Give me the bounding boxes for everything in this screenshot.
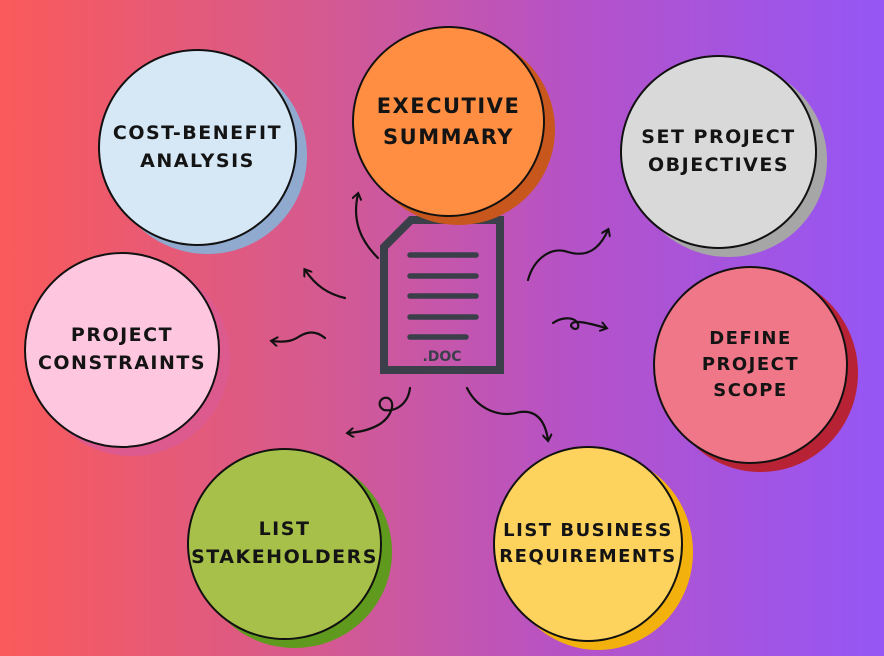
arrow-to-define-scope (551, 317, 606, 329)
arrow-to-cost-benefit (305, 270, 347, 300)
node-label: Set Project Objectives (641, 126, 796, 176)
node-circle: Executive Summary (352, 26, 545, 217)
node-label: List Business Requirements (499, 519, 677, 567)
arrow-to-project-constraints (272, 331, 327, 341)
node-circle: List Stakeholders (187, 448, 382, 640)
node-label: Cost-Benefit Analysis (112, 121, 283, 172)
doc-file-label: .DOC (422, 349, 461, 365)
arrow-to-business-requirements (465, 386, 548, 440)
node-circle: Define Project Scope (653, 266, 848, 464)
node-label: Executive Summary (376, 94, 521, 149)
arrow-to-executive-summary (356, 194, 380, 260)
arrow-to-set-objectives (526, 230, 608, 282)
node-circle: Project Constraints (24, 252, 220, 448)
node-circle: Cost-Benefit Analysis (98, 49, 297, 246)
node-circle: List Business Requirements (493, 446, 683, 642)
node-label: Project Constraints (37, 324, 207, 374)
arrow-to-list-stakeholders (348, 386, 412, 433)
node-label: List Stakeholders (191, 518, 378, 568)
node-circle: Set Project Objectives (620, 55, 817, 249)
node-label: Define Project Scope (701, 327, 800, 402)
